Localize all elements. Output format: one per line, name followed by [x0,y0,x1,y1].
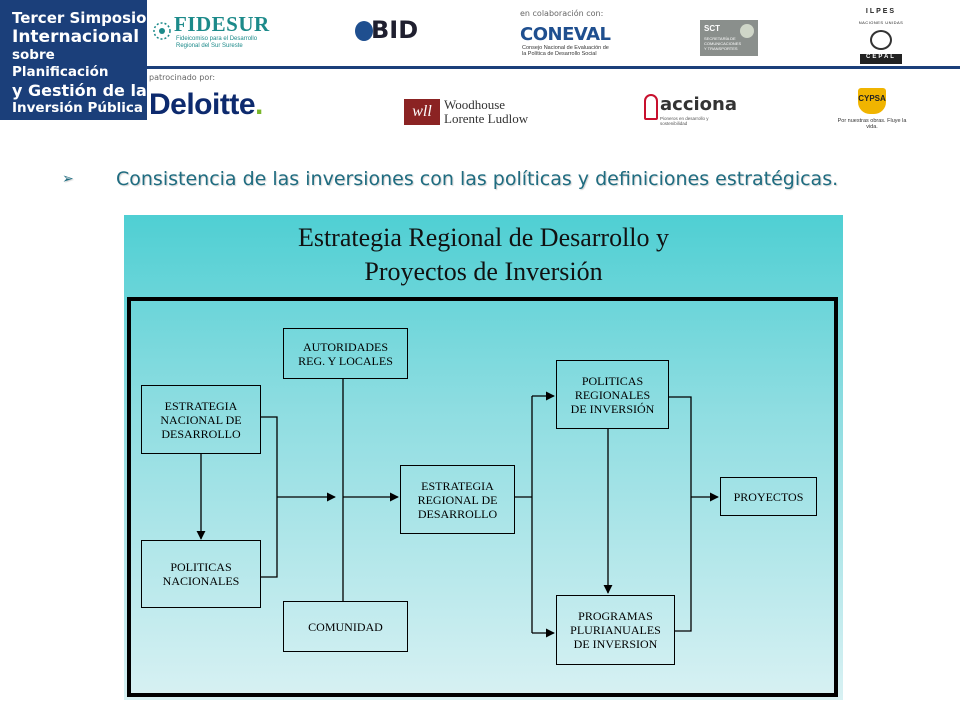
bullet-text: Consistencia de las inversiones con las … [116,168,839,190]
coneval-subtitle: Consejo Nacional de Evaluación de la Pol… [522,45,609,57]
strategy-diagram: Estrategia Regional de Desarrollo y Proy… [124,215,843,700]
cypsa-logo: CYPSA Por nuestras obras. Fluye la vida. [836,88,908,130]
deloitte-dot: . [255,88,263,121]
diagram-title-line-2: Proyectos de Inversión [364,257,603,286]
deloitte-name: Deloitte [149,88,256,121]
node-proyectos-label: PROYECTOS [733,489,804,504]
arrow-bullet-icon: ➢ [62,171,74,187]
diagram-title-line-1: Estrategia Regional de Desarrollo y [297,223,670,252]
node-programas-label: PROGRAMAS PLURIANUALES DE INVERSION [570,609,661,651]
cypsa-shield-icon: CYPSA [858,88,886,114]
header-divider [147,66,960,69]
bracket-nacional [261,416,278,578]
sct-logo: SCT SECRETARÍA DE COMUNICACIONES Y TRANS… [700,20,758,56]
sct-subtitle: SECRETARÍA DE COMUNICACIONES Y TRANSPORT… [704,36,742,51]
acciona-mark-icon [644,94,658,120]
title-line-5: Inversión Pública [12,100,144,116]
node-politicas-regionales: POLITICAS REGIONALES DE INVERSIÓN [556,360,669,429]
woodhouse-mark: wll [404,99,440,125]
node-politicas-nacionales: POLITICAS NACIONALES [141,540,261,608]
collaboration-note: en colaboración con: [520,9,604,18]
ilpes-cepal-logo: ILPES NACIONES UNIDAS CEPAL [858,8,904,64]
woodhouse-name: Woodhouse Lorente Ludlow [444,98,528,126]
woodhouse-logo: wll Woodhouse Lorente Ludlow [404,97,536,127]
acciona-subtitle: Pioneros en desarrollo y sostenibilidad [660,116,709,126]
node-estrategia-nacional-label: ESTRATEGIA NACIONAL DE DESARROLLO [160,398,242,441]
title-line-3: sobre Planificación [12,47,109,80]
fidesur-mark-icon [153,22,171,40]
node-politicas-nacionales-label: POLITICAS NACIONALES [162,560,240,588]
node-autoridades: AUTORIDADES REG. Y LOCALES [283,328,408,379]
bullet-heading: ➢ Consistencia de las inversiones con las… [62,168,838,190]
bid-name: BID [371,16,419,44]
node-estrategia-regional-label: ESTRATEGIA REGIONAL DE DESARROLLO [417,478,498,521]
ilpes-mid: NACIONES UNIDAS [858,20,904,25]
cepal-name: CEPAL [860,54,902,64]
fidesur-logo: FIDESUR Fideicomiso para el Desarrollo R… [152,12,269,52]
title-line-4: y Gestión de la [12,81,147,100]
acciona-logo: acciona Pioneros en desarrollo y sosteni… [644,92,737,128]
sct-name: SCT [704,24,720,33]
woodhouse-line-2: Lorente Ludlow [444,111,529,126]
cypsa-tagline: Por nuestras obras. Fluye la vida. [837,118,907,130]
acciona-name: acciona [660,94,737,115]
node-estrategia-regional: ESTRATEGIA REGIONAL DE DESARROLLO [400,465,515,534]
woodhouse-line-1: Woodhouse [444,97,506,112]
node-politicas-regionales-label: POLITICAS REGIONALES DE INVERSIÓN [570,373,655,416]
node-autoridades-label: AUTORIDADES REG. Y LOCALES [298,339,393,368]
fidesur-subtitle: Fideicomiso para el Desarrollo Regional … [176,36,258,49]
symposium-title-block: Tercer Simposio Internacional sobre Plan… [0,0,147,120]
title-line-2: Internacional [12,27,140,47]
ilpes-name: ILPES [865,8,897,15]
coneval-name: CONEVAL [520,24,611,45]
un-globe-icon [870,30,892,50]
mexico-emblem-icon [740,24,754,38]
diagram-connectors [196,379,719,638]
node-proyectos: PROYECTOS [720,477,817,516]
sponsor-note: patrocinado por: [149,73,216,82]
coneval-logo: CONEVAL Consejo Nacional de Evaluación d… [518,24,611,60]
diagram-title: Estrategia Regional de Desarrollo y Proy… [124,221,843,289]
bid-mark-icon [355,21,373,41]
deloitte-logo: Deloitte. [149,88,263,122]
bracket-to-proyectos [669,396,692,632]
node-comunidad: COMUNIDAD [283,601,408,652]
bid-logo: BID [355,16,425,44]
node-estrategia-nacional: ESTRATEGIA NACIONAL DE DESARROLLO [141,385,261,454]
title-line-1: Tercer Simposio [12,9,147,27]
node-programas: PROGRAMAS PLURIANUALES DE INVERSION [556,595,675,665]
diagram-frame [127,297,838,697]
node-comunidad-label: COMUNIDAD [308,619,383,634]
fidesur-name: FIDESUR [174,12,270,36]
